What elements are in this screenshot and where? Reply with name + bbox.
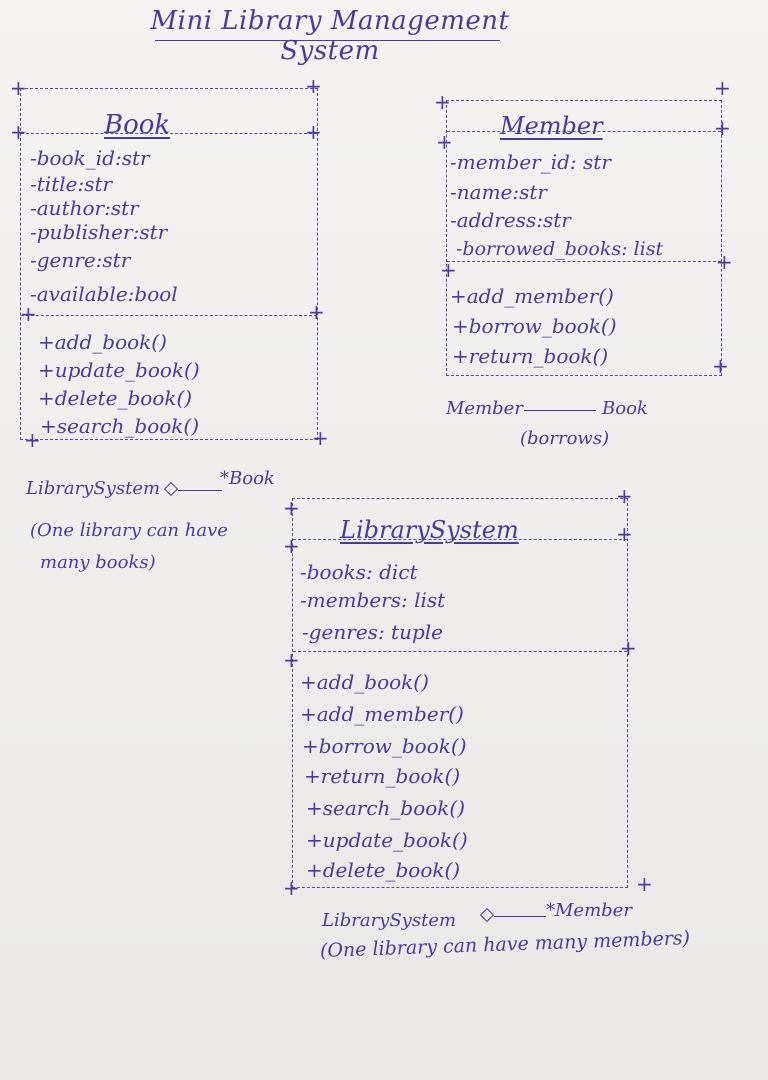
corner-marker: + [616, 522, 633, 546]
book-attribute: -available:bool [30, 282, 178, 306]
member-class-name: Member [500, 112, 603, 140]
book-attribute: -book_id:str [30, 146, 150, 170]
aggregation-diamond [163, 481, 179, 497]
member-attribute: -member_id: str [450, 150, 611, 174]
librarysystem-methods-separator [293, 651, 627, 652]
corner-marker: + [434, 90, 451, 114]
librarysystem-header-separator [293, 539, 627, 540]
relation-note: (One library can have many members) [319, 927, 691, 962]
librarysystem-method: +delete_book() [306, 858, 461, 882]
book-attribute: -author:str [30, 196, 139, 220]
librarysystem-method: +return_book() [304, 764, 461, 788]
corner-marker: + [436, 130, 453, 154]
corner-marker: + [712, 354, 729, 378]
member-method: +borrow_book() [452, 314, 617, 338]
book-header-separator [21, 133, 317, 134]
corner-marker: + [620, 636, 637, 660]
corner-marker: + [440, 258, 457, 282]
book-attribute: -title:str [30, 172, 113, 196]
member-class-box [446, 100, 722, 376]
relation-note: many books) [40, 552, 156, 573]
corner-marker: + [616, 484, 633, 508]
corner-marker: + [716, 250, 733, 274]
corner-marker: + [283, 496, 300, 520]
book-class-box [20, 88, 318, 440]
relation-source: Member [446, 398, 523, 419]
book-method: +delete_book() [38, 386, 193, 410]
librarysystem-class-box [292, 498, 628, 888]
member-methods-separator [447, 261, 721, 262]
relation-note: (borrows) [520, 428, 610, 449]
corner-marker: + [283, 534, 300, 558]
corner-marker: + [283, 648, 300, 672]
corner-marker: + [283, 876, 300, 900]
corner-marker: + [24, 428, 41, 452]
corner-marker: + [305, 74, 322, 98]
corner-marker: + [20, 302, 37, 326]
relation-target: *Member [546, 900, 632, 921]
relation-note: (One library can have [30, 520, 228, 541]
corner-marker: + [308, 300, 325, 324]
librarysystem-method: +borrow_book() [302, 734, 467, 758]
librarysystem-method: +add_member() [300, 702, 464, 726]
corner-marker: + [305, 120, 322, 144]
book-methods-separator [21, 315, 317, 316]
relation-target: Book [602, 398, 648, 419]
book-class-name: Book [104, 110, 171, 140]
corner-marker: + [714, 116, 731, 140]
corner-marker: + [10, 76, 27, 100]
book-attribute: -publisher:str [30, 220, 168, 244]
member-method: +add_member() [450, 284, 614, 308]
member-attribute: -name:str [450, 180, 547, 204]
book-method: +update_book() [38, 358, 200, 382]
title-underline [155, 40, 500, 41]
librarysystem-method: +search_book() [306, 796, 466, 820]
relation-target: *Book [220, 468, 275, 489]
librarysystem-attribute: -members: list [300, 588, 446, 612]
relation-line [178, 490, 222, 491]
diagram-title: Mini Library Management System [150, 6, 510, 66]
relation-source: LibrarySystem [26, 478, 161, 499]
relation-line [524, 410, 596, 411]
relation-line [494, 916, 546, 917]
member-header-separator [447, 131, 721, 132]
corner-marker: + [714, 76, 731, 100]
relation-source: LibrarySystem [322, 910, 457, 931]
corner-marker: + [312, 426, 329, 450]
book-method: +add_book() [38, 330, 167, 354]
corner-marker: + [636, 872, 653, 896]
member-attribute: -borrowed_books: list [456, 238, 664, 260]
librarysystem-method: +update_book() [306, 828, 468, 852]
librarysystem-class-name: LibrarySystem [340, 516, 519, 544]
librarysystem-method: +add_book() [300, 670, 429, 694]
member-attribute: -address:str [450, 208, 571, 232]
corner-marker: + [10, 120, 27, 144]
book-method: +search_book() [40, 414, 200, 438]
book-attribute: -genre:str [30, 248, 131, 272]
aggregation-diamond [479, 907, 495, 923]
librarysystem-attribute: -books: dict [300, 560, 418, 584]
librarysystem-attribute: -genres: tuple [302, 620, 443, 644]
member-method: +return_book() [452, 344, 609, 368]
